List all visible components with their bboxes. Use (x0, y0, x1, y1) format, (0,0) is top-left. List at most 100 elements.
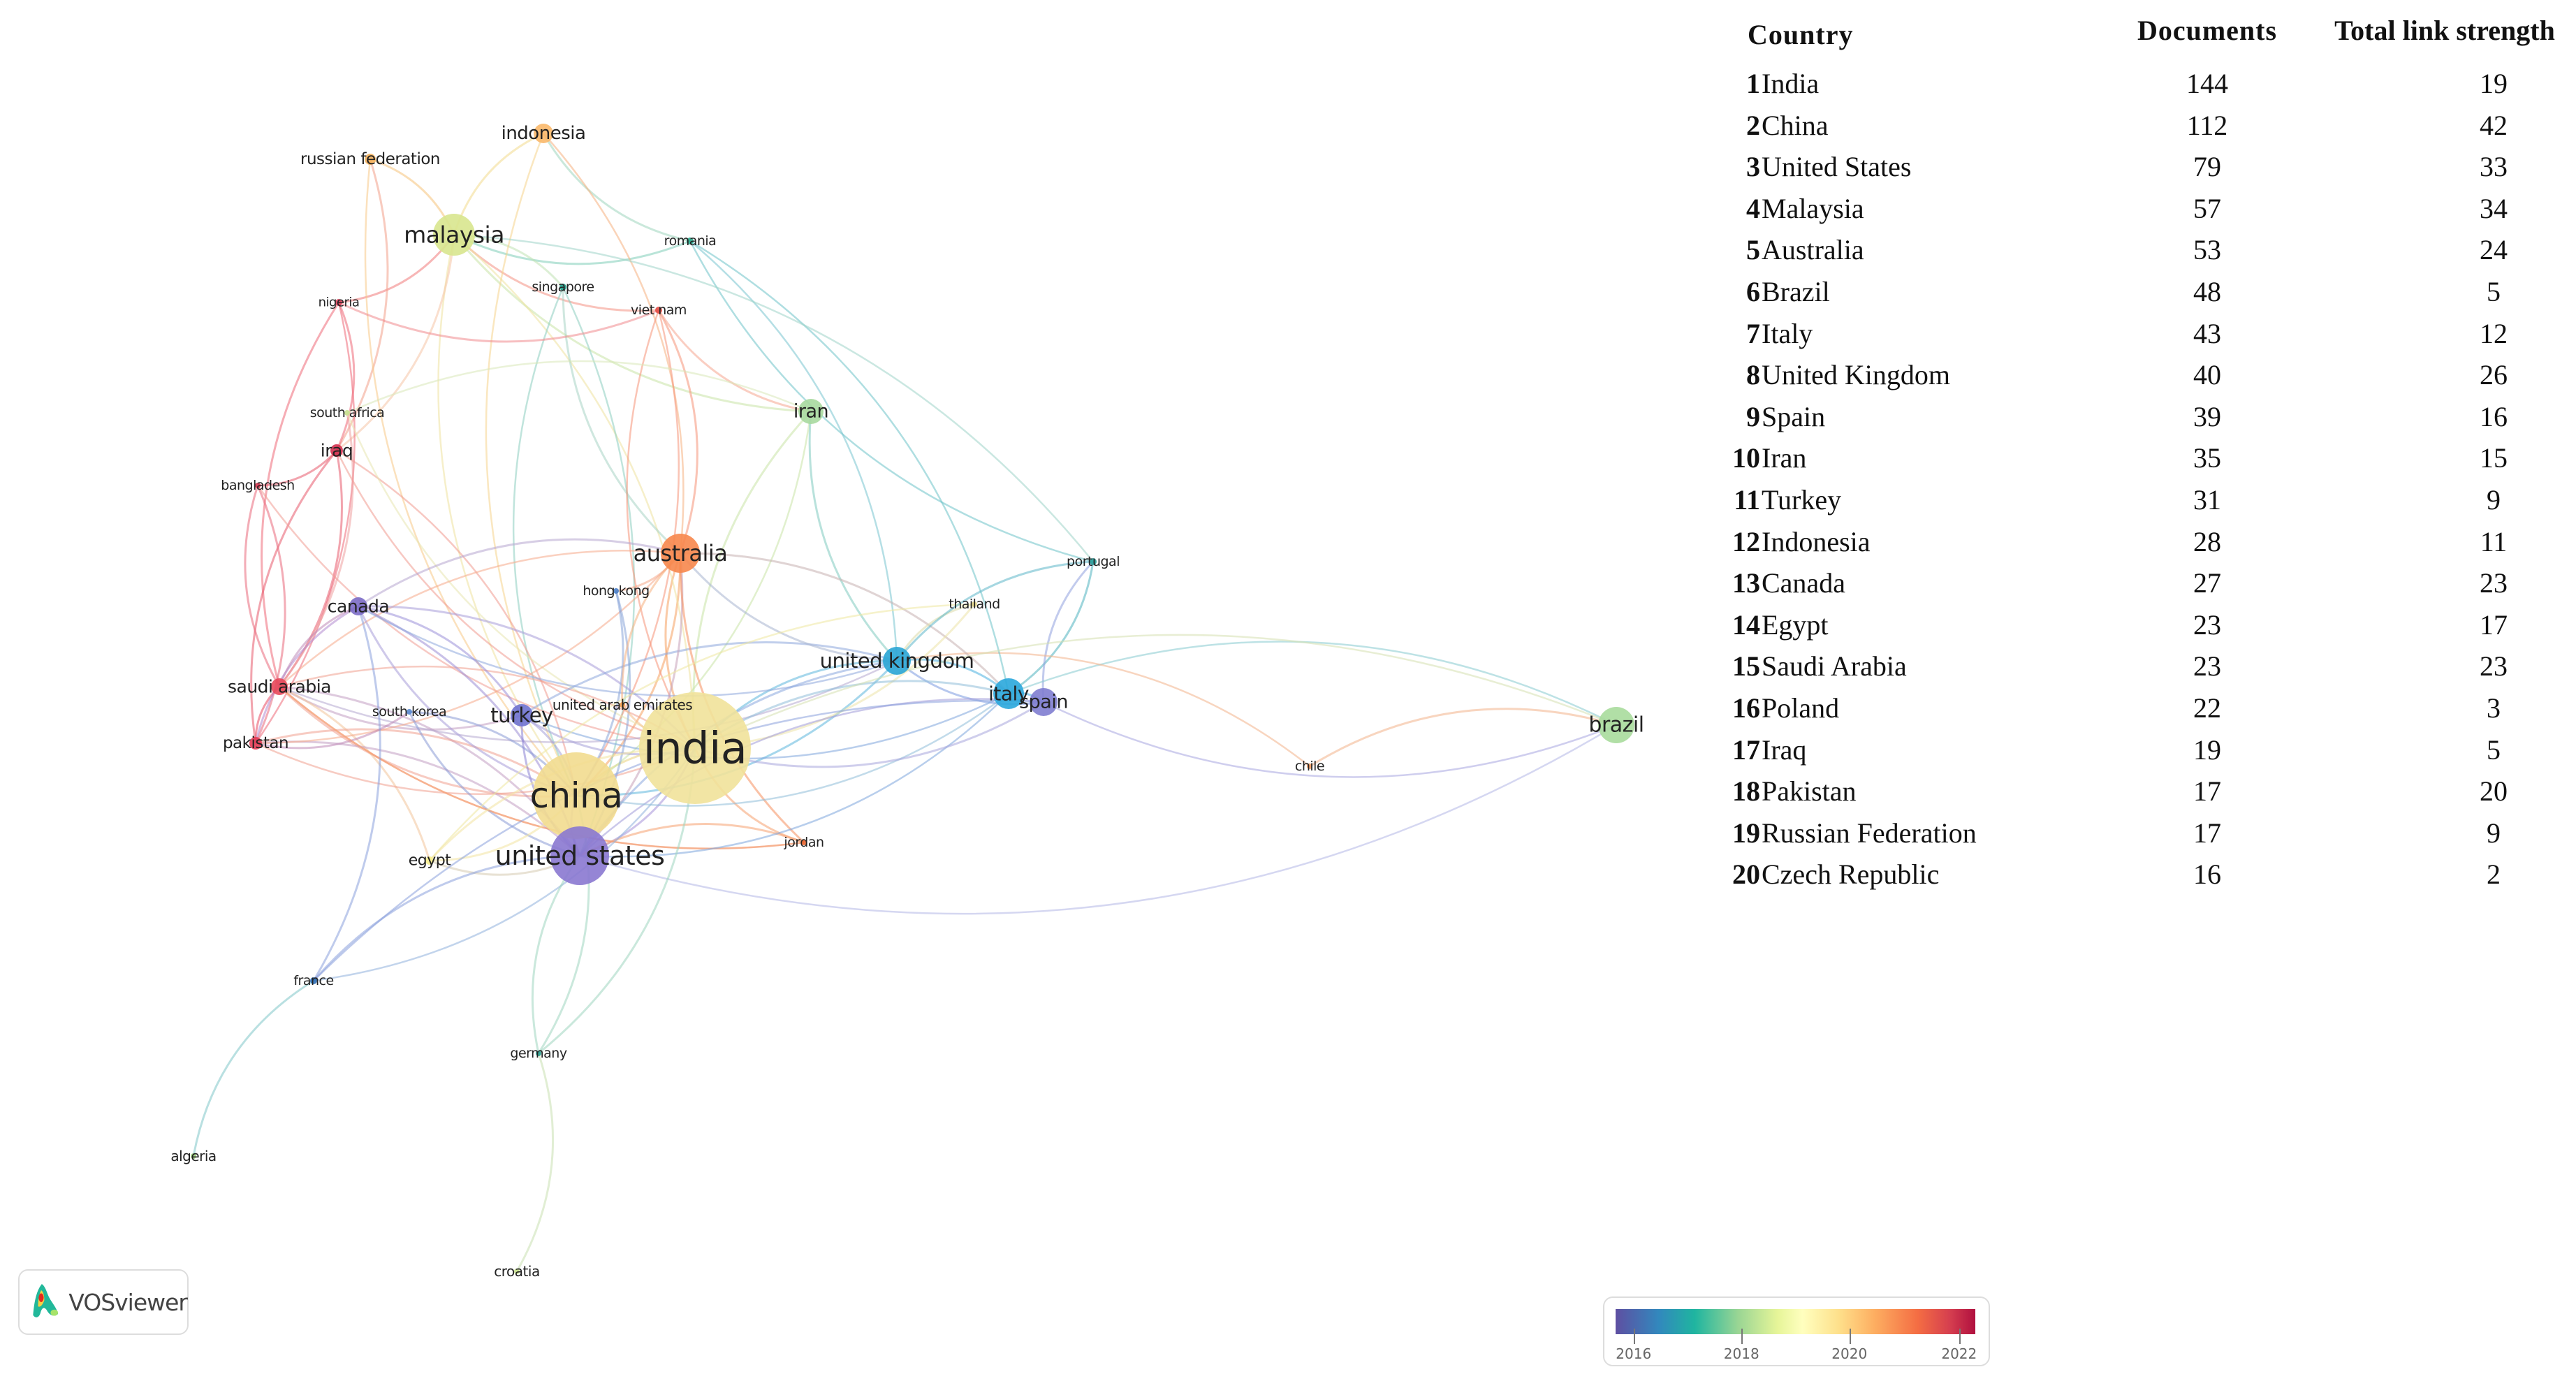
node-label-indonesia[interactable]: indonesia (501, 123, 586, 144)
network-link (279, 665, 696, 750)
node-india[interactable] (639, 692, 751, 804)
node-jordan[interactable] (801, 840, 807, 845)
node-united-arab-emirates[interactable] (620, 702, 625, 708)
node-algeria[interactable] (191, 1153, 196, 1159)
node-label-canada[interactable]: canada (327, 596, 390, 617)
node-turkey[interactable] (511, 704, 533, 726)
node-label-nigeria[interactable]: nigeria (318, 295, 360, 310)
node-thailand[interactable] (972, 601, 977, 607)
node-label-brazil[interactable]: brazil (1588, 713, 1644, 738)
vosviewer-logo-icon (33, 1284, 59, 1317)
network-link (579, 823, 805, 857)
node-label-china[interactable]: china (529, 775, 623, 816)
node-label-jordan[interactable]: jordan (784, 835, 824, 850)
node-croatia[interactable] (514, 1269, 520, 1274)
node-label-united-kingdom[interactable]: united kingdom (819, 649, 974, 673)
node-label-romania[interactable]: romania (664, 233, 717, 249)
node-label-malaysia[interactable]: malaysia (404, 221, 504, 249)
node-malaysia[interactable] (433, 214, 475, 256)
node-label-united-states[interactable]: united states (495, 840, 665, 871)
node-south-africa[interactable] (344, 410, 350, 416)
row-rank: 7 (1746, 317, 1760, 349)
row-documents: 43 (2193, 317, 2221, 349)
co-authorship-network: indonesia russian federation malaysia roman… (170, 123, 1644, 1280)
network-link (626, 309, 696, 749)
row-documents: 17 (2193, 817, 2221, 849)
node-nigeria[interactable] (335, 299, 342, 306)
node-label-spain[interactable]: spain (1019, 691, 1068, 713)
node-australia[interactable] (661, 534, 700, 573)
node-portugal[interactable] (1090, 558, 1097, 565)
node-label-portugal[interactable]: portugal (1067, 554, 1120, 569)
node-label-united-arab-emirates[interactable]: united arab emirates (552, 696, 693, 713)
node-singapore[interactable] (559, 284, 566, 291)
node-united-states[interactable] (550, 826, 609, 885)
node-pakistan[interactable] (249, 737, 262, 750)
node-label-south-korea[interactable]: south korea (372, 704, 447, 719)
node-label-chile[interactable]: chile (1294, 759, 1325, 774)
node-label-pakistan[interactable]: pakistan (222, 734, 289, 752)
node-united-kingdom[interactable] (883, 647, 911, 675)
row-country: Brazil (1762, 276, 1830, 307)
network-link (278, 412, 354, 687)
node-germany[interactable] (536, 1051, 541, 1056)
node-romania[interactable] (687, 238, 694, 244)
node-label-italy[interactable]: italy (988, 682, 1029, 706)
node-russian-federation[interactable] (365, 154, 376, 165)
network-link (255, 710, 410, 750)
node-south-korea[interactable] (407, 709, 412, 715)
node-egypt[interactable] (425, 856, 434, 865)
node-label-saudi-arabia[interactable]: saudi arabia (227, 676, 332, 697)
node-china[interactable] (533, 752, 620, 839)
row-documents: 57 (2193, 192, 2221, 224)
network-link (244, 485, 281, 687)
row-country: Australia (1762, 234, 1864, 266)
row-country: Spain (1762, 400, 1826, 432)
node-label-france[interactable]: france (293, 973, 334, 988)
node-canada[interactable] (349, 597, 367, 615)
row-country: Iran (1762, 442, 1807, 474)
node-label-iran[interactable]: iran (793, 400, 829, 423)
node-france[interactable] (310, 977, 317, 984)
node-label-hong-kong[interactable]: hong kong (583, 583, 650, 599)
node-bangladesh[interactable] (255, 483, 261, 488)
network-link (278, 605, 359, 687)
row-rank: 9 (1746, 400, 1760, 432)
node-label-algeria[interactable]: algeria (170, 1148, 217, 1164)
node-hong-kong[interactable] (613, 588, 619, 594)
node-viet-nam[interactable] (655, 307, 662, 314)
node-iraq[interactable] (330, 444, 343, 457)
node-label-egypt[interactable]: egypt (408, 852, 451, 870)
node-chile[interactable] (1307, 763, 1312, 769)
node-label-turkey[interactable]: turkey (490, 703, 553, 727)
year-gradient-bar (1616, 1309, 1975, 1334)
network-link (358, 605, 523, 716)
node-label-russian-federation[interactable]: russian federation (300, 150, 440, 168)
node-iran[interactable] (798, 399, 824, 424)
node-italy[interactable] (993, 678, 1024, 709)
node-label-singapore[interactable]: singapore (532, 279, 594, 295)
node-label-viet-nam[interactable]: viet nam (631, 302, 687, 318)
row-total-link-strength: 11 (2480, 525, 2508, 557)
node-label-india[interactable]: india (643, 722, 747, 774)
node-label-iraq[interactable]: iraq (320, 440, 353, 461)
node-brazil[interactable] (1598, 707, 1634, 743)
node-label-croatia[interactable]: croatia (494, 1263, 540, 1280)
node-label-australia[interactable]: australia (633, 540, 728, 567)
row-documents: 23 (2193, 608, 2221, 641)
row-country: Canada (1762, 567, 1845, 599)
node-spain[interactable] (1030, 688, 1058, 716)
node-label-germany[interactable]: germany (510, 1046, 567, 1061)
node-label-thailand[interactable]: thailand (949, 597, 1000, 612)
network-link (621, 552, 682, 706)
network-link (312, 854, 580, 981)
node-saudi-arabia[interactable] (271, 678, 288, 695)
node-label-bangladesh[interactable]: bangladesh (221, 478, 295, 493)
node-indonesia[interactable] (534, 124, 553, 143)
node-label-south-africa[interactable]: south africa (309, 405, 385, 421)
